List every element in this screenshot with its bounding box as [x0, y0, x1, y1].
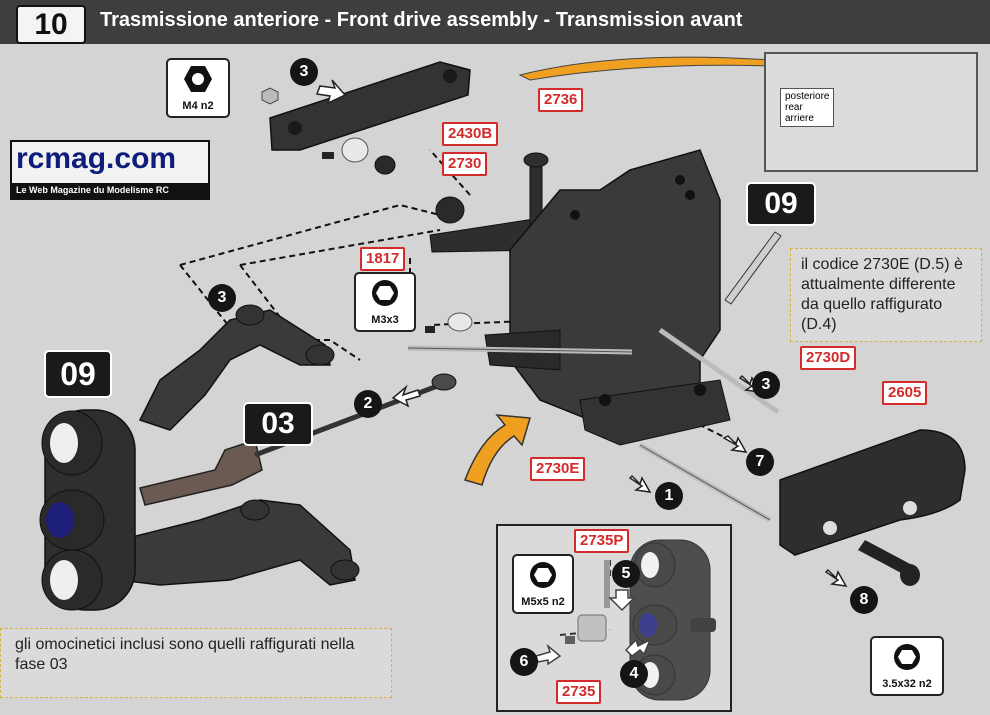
- hardware-spec-label: M5x5 n2: [521, 596, 565, 608]
- part-code-2605: 2605: [882, 381, 928, 405]
- site-logo: rcmag.com Le Web Magazine du Modelisme R…: [10, 140, 210, 200]
- step-marker-8: 8: [850, 586, 878, 614]
- page-title: Trasmissione anteriore - Front drive ass…: [100, 9, 743, 31]
- orange-arrow-icon: [464, 414, 531, 486]
- step-marker-5: 5: [612, 560, 640, 588]
- step-marker-7: 7: [746, 448, 774, 476]
- logo-tagline: Le Web Magazine du Modelisme RC: [12, 183, 208, 198]
- section-ref-09: 09: [746, 182, 816, 226]
- section-ref-09: 09: [44, 350, 112, 398]
- screw-head-icon: [894, 644, 920, 670]
- step-marker-3: 3: [752, 371, 780, 399]
- part-code-2730e: 2730E: [530, 457, 586, 481]
- lower-arm-shape: [119, 499, 356, 586]
- inset-label: posteriore: [785, 91, 830, 102]
- hex-socket-icon: [372, 280, 398, 306]
- logo-name: rcmag.com: [16, 142, 177, 175]
- part-code-2430b: 2430B: [442, 122, 499, 146]
- step-marker-3: 3: [290, 58, 318, 86]
- part-code-1817: 1817: [360, 247, 406, 271]
- hardware-spec-nut: M4 n2: [166, 58, 230, 118]
- nut-shape: [261, 87, 279, 105]
- hardware-spec-label: M3x3: [371, 314, 399, 326]
- upper-arm-shape: [138, 309, 331, 431]
- part-code-2730: 2730: [442, 152, 488, 176]
- direction-arrows: [315, 79, 848, 666]
- inset-label: rear: [785, 102, 803, 113]
- part-code-2735p: 2735P: [574, 529, 630, 553]
- swoosh-shape: [518, 56, 771, 81]
- part-code-2736: 2736: [538, 88, 584, 112]
- section-ref-03: 03: [243, 402, 313, 446]
- step-marker-2: 2: [354, 390, 382, 418]
- hardware-spec-label: M4 n2: [182, 100, 214, 112]
- code-change-note: il codice 2730E (D.5) è attualmente diff…: [790, 248, 982, 342]
- bearing-shape: [435, 196, 465, 224]
- inset-label: arriere: [785, 113, 814, 124]
- step-marker-6: 6: [510, 648, 538, 676]
- cv-joint-shape: [139, 439, 263, 506]
- step-marker-1: 1: [655, 482, 683, 510]
- bumper-plate-shape: [779, 429, 966, 556]
- hub-subassembly-inset: [496, 524, 732, 712]
- step-marker-4: 4: [620, 660, 648, 688]
- step-header: 10 Trasmissione anteriore - Front drive …: [0, 0, 990, 44]
- hardware-spec-label: 3.5x32 n2: [882, 678, 932, 690]
- bulkhead-plate-shape: [269, 61, 471, 151]
- front-bulkhead-shape: [429, 149, 731, 446]
- hardware-spec-grub: M3x3: [354, 272, 416, 332]
- step-number: 10: [16, 5, 86, 44]
- part-code-2735: 2735: [556, 680, 602, 704]
- hub-carrier-shape: [39, 409, 136, 611]
- hex-socket-icon: [530, 562, 556, 588]
- hardware-spec-grub: M5x5 n2: [512, 554, 574, 614]
- cv-joint-note: gli omocinetici inclusi sono quelli raff…: [0, 628, 392, 698]
- inset-label-box: posteriore rear arriere: [780, 88, 835, 127]
- part-code-2730d: 2730D: [800, 346, 857, 370]
- step-marker-3: 3: [208, 284, 236, 312]
- hardware-spec-screw: 3.5x32 n2: [870, 636, 944, 696]
- hex-nut-icon: [184, 66, 212, 92]
